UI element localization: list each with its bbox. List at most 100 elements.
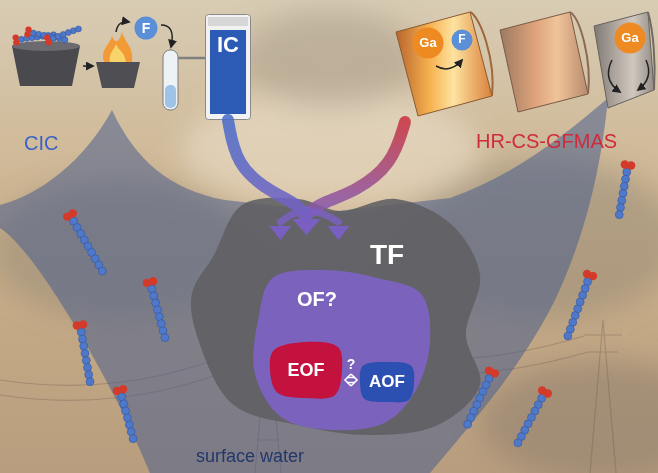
tubing [178, 57, 205, 60]
pfas-molecule [153, 306, 161, 314]
flow-arrow [228, 120, 320, 235]
fluorine-atom: F [451, 29, 473, 51]
reaction-arrows [608, 60, 620, 92]
test-tube [163, 50, 178, 110]
gallium-atom: Ga [412, 27, 444, 59]
instrument-panel [210, 30, 246, 114]
pfas-molecule [84, 364, 92, 372]
pfas-molecule [155, 313, 163, 321]
pfas-molecule [113, 385, 137, 443]
region-fill [360, 362, 415, 402]
graphite-furnace [500, 12, 588, 112]
label-holder: HR-CS-GFMAS [476, 130, 617, 153]
pfas-molecule [514, 386, 552, 447]
eof-region: EOF [270, 342, 342, 398]
instrument-top [208, 17, 248, 26]
graphite-furnace [396, 12, 492, 116]
fluorine-atom: F [134, 16, 158, 40]
graphite-furnace [396, 12, 655, 116]
flow-branch [306, 210, 338, 222]
pfas-molecule [86, 378, 94, 386]
pfas-molecule [129, 435, 137, 443]
pfas-molecule [82, 356, 90, 364]
ion-chromatograph-outline [205, 14, 251, 120]
pfas-molecule [36, 31, 42, 37]
smoke-haze [0, 10, 658, 473]
graphite-furnace [594, 12, 654, 108]
pfas-molecule [63, 209, 106, 275]
pfas-molecule [75, 26, 81, 32]
arrow-head [269, 226, 291, 240]
pfas-molecule [564, 270, 597, 340]
reaction-arrows [436, 60, 649, 92]
node-text: Ga [419, 36, 436, 51]
node-text: Ga [621, 31, 638, 46]
pfas-molecule [564, 332, 572, 340]
equivalence-arrow [345, 374, 357, 386]
graphite-furnace [470, 12, 493, 96]
process-arrow [83, 65, 93, 67]
pfas-molecule [618, 196, 626, 204]
pfas-molecule [589, 272, 597, 280]
pfas-molecule [619, 189, 627, 197]
surface-water [0, 98, 608, 473]
pfas-molecule [44, 35, 50, 41]
organofluorine-region: OF?EOFAOF [255, 270, 430, 430]
atom-circle [452, 30, 473, 51]
pfas-molecule [81, 349, 89, 357]
pfas-molecule [13, 34, 19, 40]
region-fill [270, 342, 343, 399]
pfas-molecule [85, 371, 93, 379]
pfas-molecule [150, 292, 158, 300]
label-holder: surface water [196, 446, 304, 467]
matrix-label: surface water [196, 446, 304, 467]
arrow-head [345, 374, 351, 386]
flow-band [308, 122, 405, 214]
node-text: EOF [287, 360, 324, 381]
gallium-atom: Ga [614, 22, 646, 54]
pfas-molecule [127, 428, 135, 436]
node-text: F [142, 20, 151, 36]
power-pylons [584, 320, 622, 473]
node-text: IC [217, 32, 239, 57]
pfas-molecule [79, 320, 87, 328]
atom-circle [413, 28, 444, 59]
pfas-molecule [25, 27, 31, 33]
pfas-molecule [122, 407, 130, 415]
burning-crucible [96, 62, 140, 88]
pfas-molecule [120, 400, 128, 408]
smoke-haze [240, 10, 420, 110]
aof-region: AOF [360, 362, 414, 402]
pfas-molecule [621, 175, 629, 183]
region-fill [253, 270, 430, 430]
pfas-molecule [627, 161, 635, 169]
pfas-molecule [464, 420, 472, 428]
test-tube [165, 85, 176, 108]
pfas-molecule [615, 211, 623, 219]
region-fill [191, 198, 481, 435]
pfas-molecule [98, 267, 106, 275]
pfas-molecule [514, 439, 522, 447]
double-line [347, 378, 355, 383]
burning-crucible [110, 44, 126, 62]
graphite-furnace [648, 12, 655, 90]
crucible-sample [12, 41, 80, 86]
pfas-molecule [79, 335, 87, 343]
pfas-molecule [620, 182, 628, 190]
edge-label: ? [347, 356, 356, 372]
pfas-molecule [161, 334, 169, 342]
process-arrow [116, 22, 129, 32]
crucible-sample [12, 46, 80, 86]
label-holder: CIC [24, 132, 58, 155]
node-text: AOF [369, 372, 405, 392]
ion-chromatograph: IC [205, 14, 251, 120]
graphite-furnace [570, 12, 589, 94]
pfas-molecules [13, 26, 636, 447]
pfas-molecule [119, 385, 127, 393]
pfas-molecule [143, 277, 169, 342]
pfas-molecule [615, 160, 635, 218]
arrow-head [327, 226, 349, 240]
pfas-molecule [80, 342, 88, 350]
